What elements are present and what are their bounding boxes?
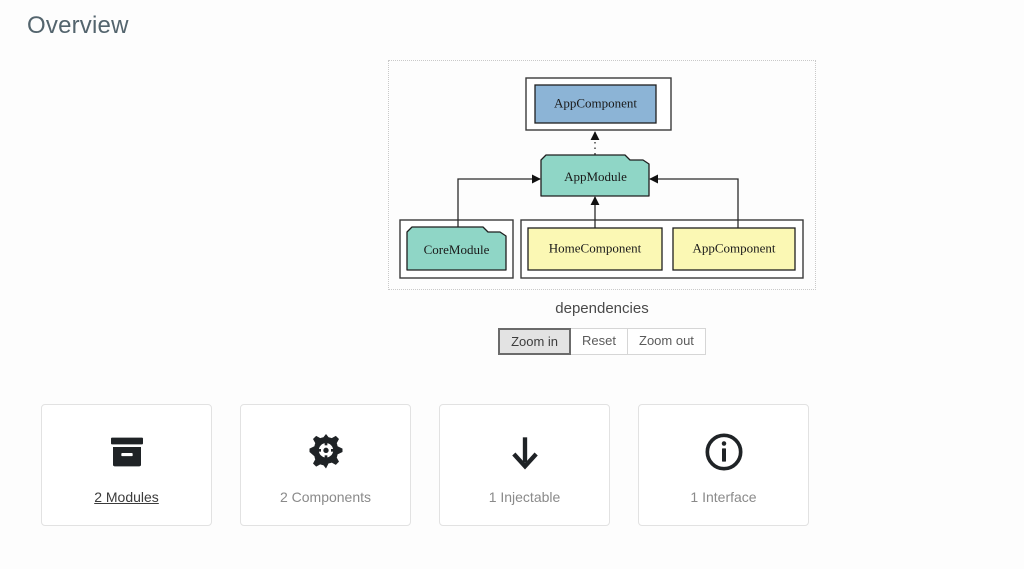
node-core-module[interactable]: CoreModule [406, 226, 507, 271]
stat-card-modules[interactable]: 2 Modules [41, 404, 212, 526]
node-app-component-top[interactable]: AppComponent [534, 84, 657, 124]
node-app-component-bottom[interactable]: AppComponent [672, 227, 796, 271]
stat-cards: 2 Modules 2 Components [41, 404, 809, 526]
stat-card-label: 2 Modules [94, 489, 159, 505]
diagram-caption: dependencies [555, 300, 649, 317]
graph-cluster-boundary [388, 60, 816, 290]
graph-canvas: AppComponent AppModule CoreModule HomeCo… [399, 77, 804, 279]
archive-icon [107, 425, 147, 479]
stat-card-components[interactable]: 2 Components [240, 404, 411, 526]
node-app-module[interactable]: AppModule [540, 154, 650, 197]
edge-core-module-to-app-module [457, 174, 541, 236]
stat-card-injectables[interactable]: 1 Injectable [439, 404, 610, 526]
node-label: HomeComponent [549, 240, 642, 255]
zoom-controls: Zoom in Reset Zoom out [388, 328, 816, 355]
arrow-down-icon [505, 425, 545, 479]
stat-card-label: 1 Interface [690, 489, 757, 505]
node-label: AppComponent [692, 240, 775, 255]
zoom-out-button[interactable]: Zoom out [628, 328, 706, 355]
info-circle-icon [704, 425, 744, 479]
edge-app-component-to-app-module [649, 174, 739, 236]
node-label: CoreModule [424, 242, 490, 257]
dependencies-graph[interactable]: AppComponent AppModule CoreModule HomeCo… [388, 60, 816, 290]
stat-card-interfaces[interactable]: 1 Interface [638, 404, 809, 526]
stat-card-label: 2 Components [279, 489, 372, 505]
zoom-in-button[interactable]: Zoom in [498, 328, 572, 355]
stat-card-label: 1 Injectable [488, 489, 561, 505]
node-home-component[interactable]: HomeComponent [527, 227, 663, 271]
node-label: AppModule [564, 169, 627, 184]
cog-icon [306, 425, 346, 479]
page-title: Overview [27, 12, 129, 39]
node-label: AppComponent [554, 95, 637, 110]
reset-zoom-button[interactable]: Reset [571, 328, 628, 355]
